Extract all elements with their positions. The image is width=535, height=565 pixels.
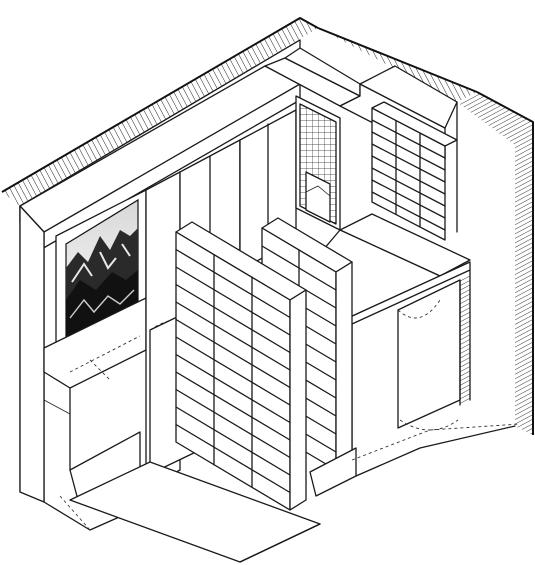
front-shelf-line: [176, 372, 290, 440]
upper-shelf-line: [372, 156, 445, 194]
upper-shelf-line: [372, 180, 445, 218]
front-shelf-line: [176, 407, 290, 475]
front-shelf-line: [176, 250, 290, 318]
upper-shelf-line: [372, 192, 445, 230]
upper-shelf-line: [372, 168, 445, 206]
floor-outline: [44, 424, 520, 562]
front-shelf-line: [176, 425, 290, 493]
front-shelf-line: [176, 320, 290, 388]
upper-shelf-line: [372, 132, 445, 170]
front-shelf-line: [176, 302, 290, 370]
back-right-wall: [300, 18, 533, 435]
front-shelf-line: [176, 337, 290, 405]
left-cabinet: [44, 298, 146, 500]
upper-shelf-line: [372, 144, 445, 182]
upper-shelving-unit: [372, 102, 457, 240]
front-shelf-line: [176, 390, 290, 458]
upper-shelf-line: [372, 120, 445, 158]
front-bookcase: [176, 222, 306, 510]
ceiling-beam: [20, 48, 457, 502]
front-shelf-line: [176, 285, 290, 353]
front-shelf-line: [176, 355, 290, 423]
tiled-shower-niche: [296, 96, 340, 230]
front-shelf-line: [176, 267, 290, 335]
